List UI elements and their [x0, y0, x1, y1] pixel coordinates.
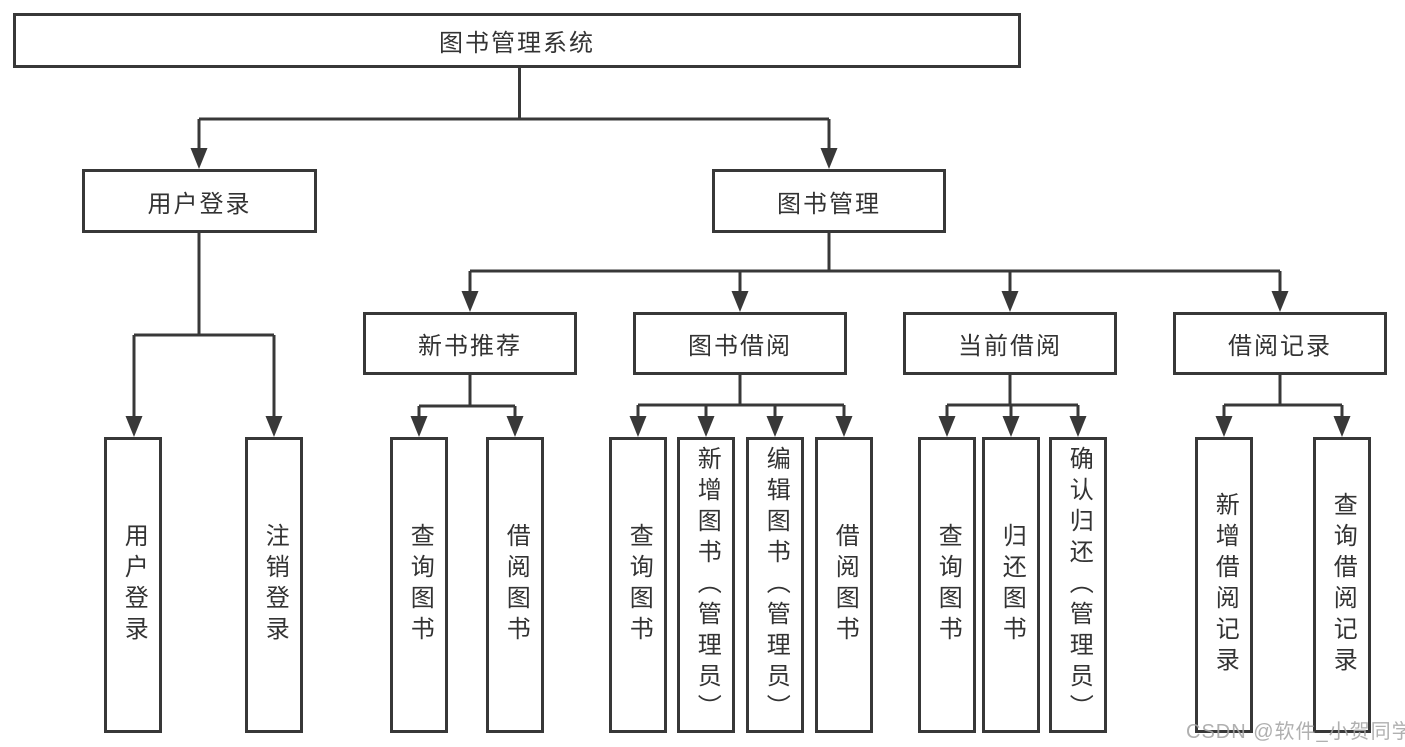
node-user-login: 用户登录 — [82, 169, 317, 233]
leaf-query-book-borrow: 查询图书 — [609, 437, 667, 733]
node-book-borrow-label: 图书借阅 — [688, 333, 792, 360]
leaf-logout-label: 注销登录 — [261, 523, 289, 647]
leaf-query-borrow-record: 查询借阅记录 — [1313, 437, 1371, 733]
node-borrow-records-label: 借阅记录 — [1228, 333, 1332, 360]
watermark: CSDN @软件_小贺同学 — [1186, 721, 1405, 743]
leaf-add-borrow-record-label: 新增借阅记录 — [1211, 492, 1239, 678]
leaf-query-book-current-label: 查询图书 — [934, 523, 962, 647]
node-root: 图书管理系统 — [13, 13, 1021, 68]
node-new-book-recommend: 新书推荐 — [363, 312, 577, 375]
node-user-login-label: 用户登录 — [147, 190, 252, 218]
node-book-management: 图书管理 — [712, 169, 946, 233]
leaf-query-book-recommend-label: 查询图书 — [406, 523, 434, 647]
leaf-logout: 注销登录 — [245, 437, 303, 733]
leaf-query-borrow-record-label: 查询借阅记录 — [1329, 492, 1357, 678]
leaf-return-book: 归还图书 — [982, 437, 1040, 733]
leaf-edit-book-admin: 编辑图书（管理员） — [746, 437, 804, 733]
leaf-add-borrow-record: 新增借阅记录 — [1195, 437, 1253, 733]
node-borrow-records: 借阅记录 — [1173, 312, 1387, 375]
node-new-book-recommend-label: 新书推荐 — [418, 333, 522, 360]
leaf-borrow-book-label: 借阅图书 — [831, 523, 859, 647]
leaf-query-book-borrow-label: 查询图书 — [625, 523, 653, 647]
leaf-edit-book-admin-label: 编辑图书（管理员） — [762, 445, 790, 725]
leaf-borrow-book: 借阅图书 — [815, 437, 873, 733]
node-current-borrow-label: 当前借阅 — [958, 333, 1062, 360]
leaf-return-book-label: 归还图书 — [998, 523, 1026, 647]
leaf-user-login-label: 用户登录 — [120, 523, 148, 647]
node-root-label: 图书管理系统 — [439, 30, 595, 57]
leaf-confirm-return-admin-label: 确认归还（管理员） — [1065, 445, 1093, 725]
leaf-add-book-admin-label: 新增图书（管理员） — [693, 445, 721, 725]
leaf-user-login: 用户登录 — [104, 437, 162, 733]
connector-path — [132, 68, 1344, 418]
leaf-add-book-admin: 新增图书（管理员） — [677, 437, 735, 733]
arrowheads — [125, 148, 1351, 437]
node-book-borrow: 图书借阅 — [633, 312, 847, 375]
leaf-borrow-book-recommend-label: 借阅图书 — [502, 523, 530, 647]
node-book-management-label: 图书管理 — [777, 190, 881, 218]
leaf-query-book-current: 查询图书 — [918, 437, 976, 733]
leaf-borrow-book-recommend: 借阅图书 — [486, 437, 544, 733]
node-current-borrow: 当前借阅 — [903, 312, 1117, 375]
leaf-query-book-recommend: 查询图书 — [390, 437, 448, 733]
leaf-confirm-return-admin: 确认归还（管理员） — [1049, 437, 1107, 733]
